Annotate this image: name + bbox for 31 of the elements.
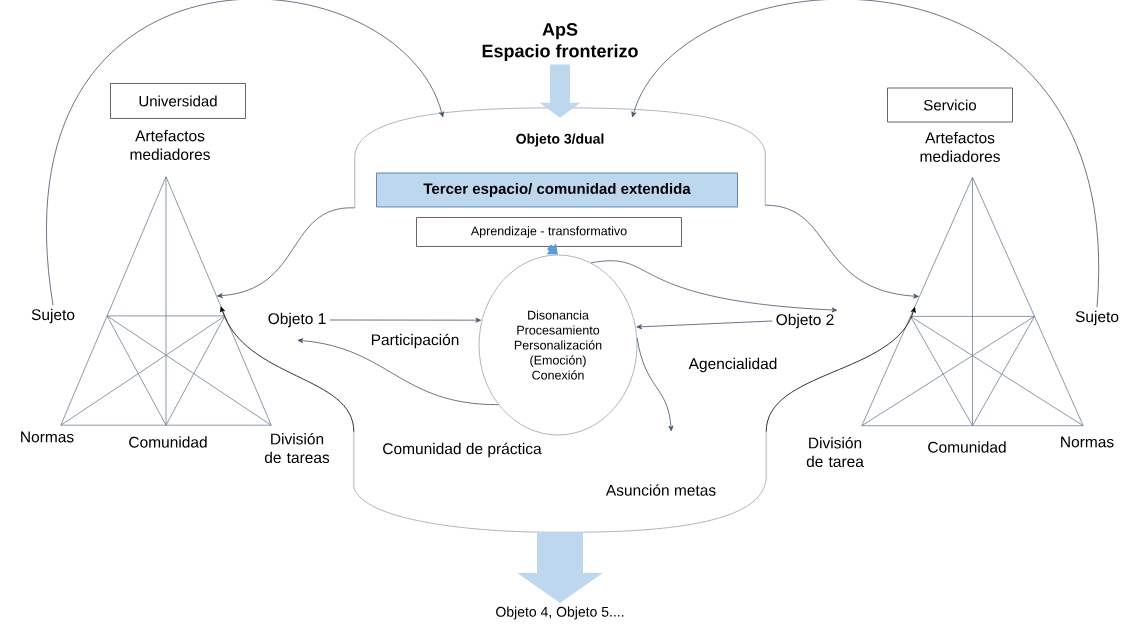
arrow <box>329 317 482 323</box>
arrow <box>590 260 838 313</box>
arrow <box>636 320 773 330</box>
vertex-label: Comunidad <box>129 436 207 448</box>
arrow <box>765 307 916 433</box>
text-label: Sujeto <box>1075 310 1119 326</box>
vertex-label: División de tareas <box>264 432 330 464</box>
vertex-label: Artefactos mediadores <box>130 130 210 160</box>
text-label: Sujeto <box>31 308 75 324</box>
arrow <box>764 204 919 299</box>
label-box: Universidad <box>110 83 246 119</box>
arrow <box>46 0 444 306</box>
arrow <box>631 0 1098 308</box>
vertex-label: División de tarea <box>806 436 864 468</box>
arrow <box>636 337 674 432</box>
text-label: Objeto 2 <box>776 313 834 329</box>
heading: ApS Espacio fronterizo <box>482 23 638 61</box>
arrow <box>217 207 356 299</box>
label-box: Servicio <box>887 87 1013 123</box>
vertex-label: Normas <box>1061 436 1114 448</box>
vertex-label: Artefactos mediadores <box>920 132 1000 162</box>
text-label: Objeto 4, Objeto 5.... <box>496 606 624 620</box>
edge-label: Participación <box>369 332 461 350</box>
process-box: Aprendizaje - transformativo <box>416 217 682 247</box>
edge-label: Agencialidad <box>687 356 779 374</box>
vertex-label: Normas <box>21 431 74 443</box>
text-label: Objeto 1 <box>268 312 326 328</box>
highlight-box: Tercer espacio/ comunidad extendida <box>376 172 738 208</box>
arrow <box>220 306 355 433</box>
arrow <box>297 338 499 406</box>
vertex-label: Comunidad <box>928 441 1006 453</box>
